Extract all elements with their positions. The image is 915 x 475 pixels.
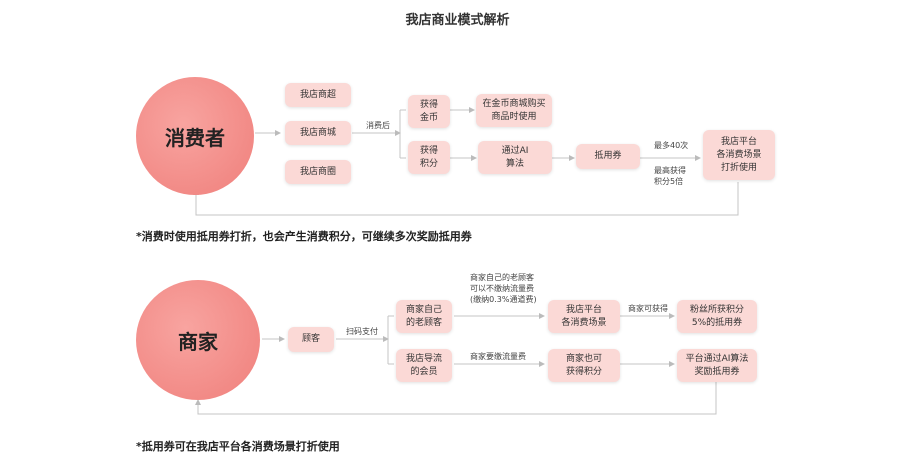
merchant-circle: 商家 [136,280,260,400]
platform-discount-box: 我店平台 各消费场景 打折使用 [703,130,775,180]
guided-member-box: 我店导流 的会员 [396,349,452,382]
after-consume-label: 消费后 [366,121,390,130]
merchant-note: *抵用券可在我店平台各消费场景打折使用 [136,440,340,453]
customer-box: 顾客 [288,327,334,352]
max-points-label: 最高获得 积分5倍 [654,166,686,186]
fans-coupon-box: 粉丝所获积分 5%的抵用券 [677,300,757,333]
diagram-title: 我店商业模式解析 [405,13,510,28]
shop-supermarket-box: 我店商超 [285,83,351,107]
old-customer-label: 商家自己的老顾客 可以不缴纳流量费 (缴纳0.3%通道费) [470,273,537,304]
consumer-note: *消费时使用抵用券打折，也会产生消费积分，可继续多次奖励抵用券 [136,230,472,243]
scan-pay-label: 扫码支付 [346,327,378,336]
consumer-circle: 消费者 [136,77,254,195]
traffic-fee-label: 商家要缴流量费 [470,352,526,361]
points-box: 获得 积分 [408,141,450,174]
ai-reward-box: 平台通过AI算法 奖励抵用券 [677,349,757,382]
scene-box: 我店平台 各消费场景 [548,300,620,333]
merchant-points-box: 商家也可 获得积分 [548,349,620,382]
shop-mall-box: 我店商城 [285,121,351,145]
can-get-label: 商家可获得 [628,304,668,313]
gold-box: 获得 金币 [408,95,450,128]
coupon-box: 抵用券 [576,144,640,169]
max-times-label: 最多40次 [654,141,689,150]
old-customer-box: 商家自己 的老顾客 [396,300,452,333]
shop-circle-box: 我店商圈 [285,160,351,184]
ai-algorithm-box: 通过AI 算法 [478,141,552,174]
gold-use-box: 在金币商城购买 商品时使用 [476,94,552,127]
